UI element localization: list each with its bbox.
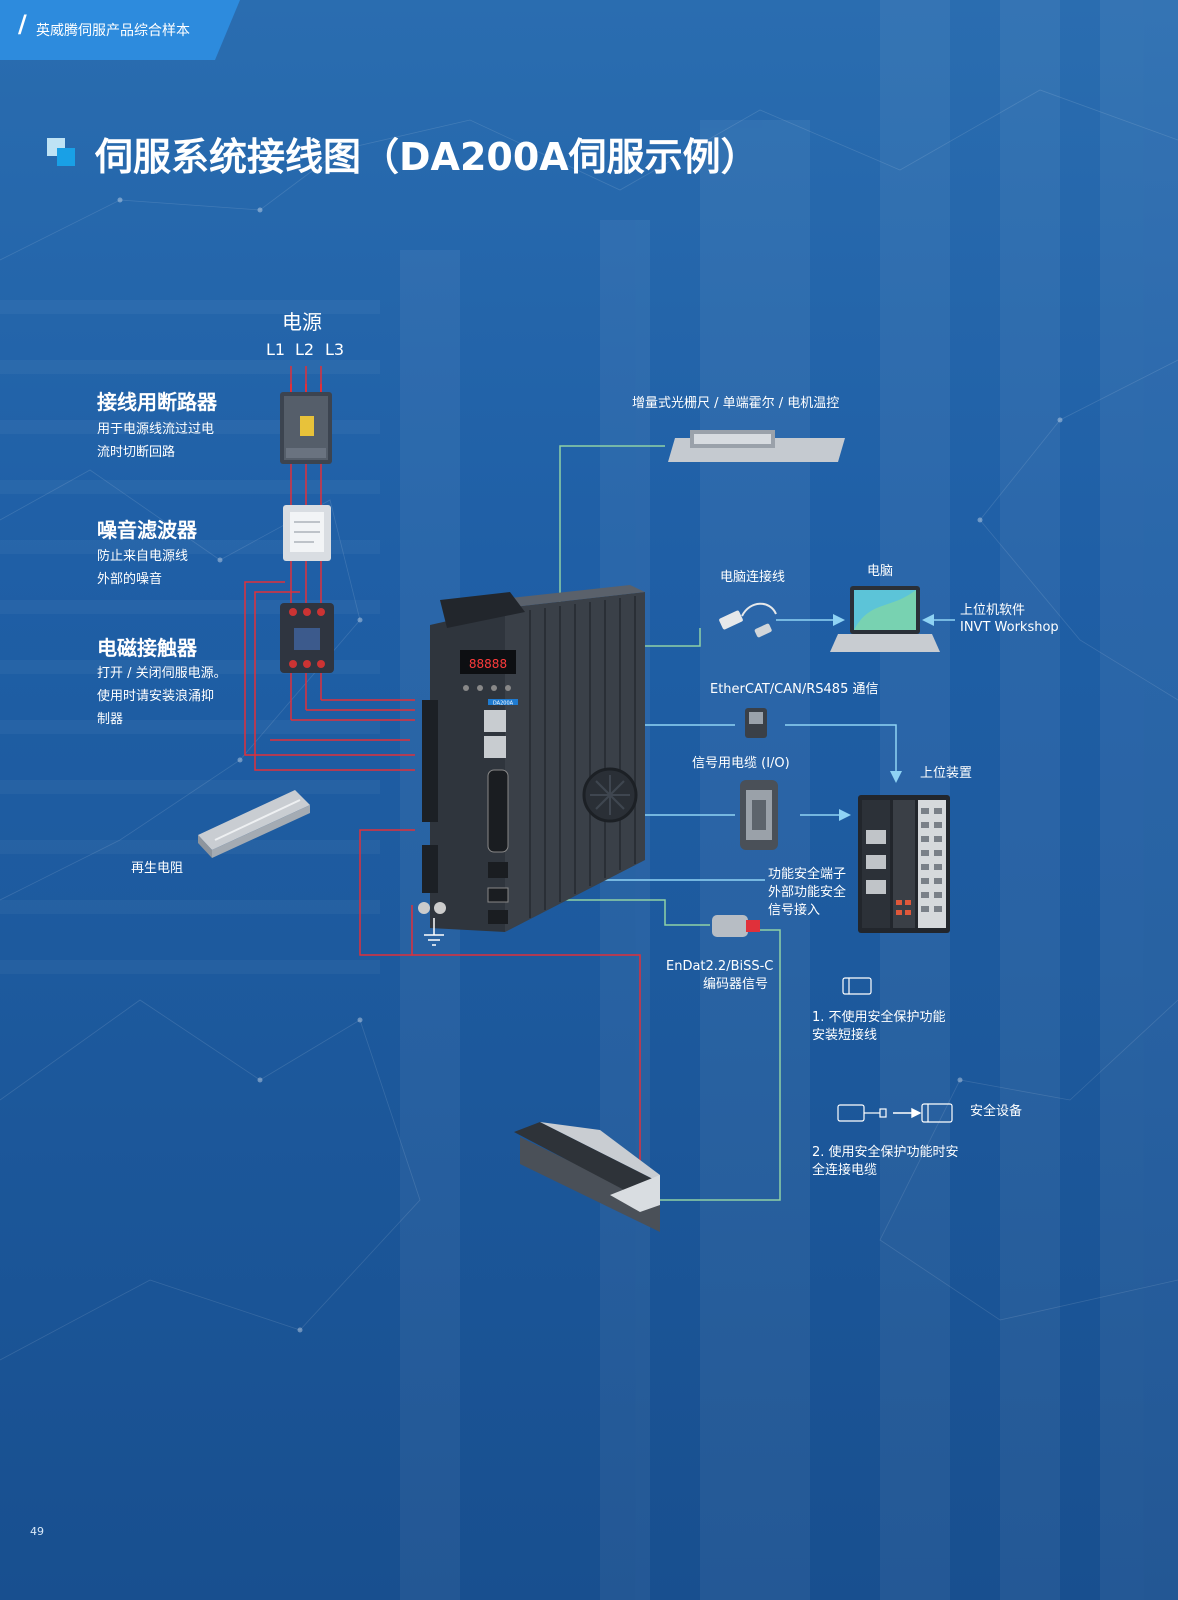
pc-label: 电脑 [867,564,894,579]
circuit-breaker-image [280,384,332,464]
breaker-title: 接线用断路器 [97,390,217,414]
scale-label: 增量式光栅尺 / 单端霍尔 / 电机温控 [632,396,840,411]
drive-display-readout: 88888 [469,657,507,671]
encoder-connector-image [712,915,760,937]
safety-terminal-line-2: 外部功能安全 [768,885,847,900]
page-number: 49 [30,1525,44,1538]
contactor-desc-line-2: 使用时请安装浪涌抑 [97,689,215,704]
linear-scale-image [668,430,845,462]
safety-terminal-line-3: 信号接入 [768,903,821,918]
catalog-title: 英威腾伺服产品综合样本 [36,23,190,39]
phase-l3: L3 [325,340,345,359]
slash-icon: / [18,10,27,38]
page-title: 伺服系统接线图（DA200A伺服示例） [95,135,759,179]
comm-label: EtherCAT/CAN/RS485 通信 [710,682,879,697]
contactor-desc-line-3: 制器 [97,712,124,727]
contactor-desc-line-1: 打开 / 关闭伺服电源。 [97,666,227,681]
pc-cable-label: 电脑连接线 [720,570,786,585]
ethercat-connector-image [745,708,767,738]
encoder-label-line-1: EnDat2.2/BiSS-C [666,959,774,974]
filter-title: 噪音滤波器 [97,518,197,542]
host-device-label: 上位装置 [920,766,973,781]
regen-resistor-image [198,790,310,858]
noise-filter-image [283,505,331,561]
option1-line-2: 安装短接线 [812,1028,878,1043]
filter-desc-line-1: 防止来自电源线 [97,549,189,564]
servo-drive-image: 88888 DA200A [418,585,645,932]
title-squares-icon [47,138,77,168]
safety-terminal-line-1: 功能安全端子 [768,867,847,882]
encoder-label-line-2: 编码器信号 [703,977,769,992]
phase-l1: L1 [266,340,286,359]
catalog-header-tag: / 英威腾伺服产品综合样本 [0,0,240,60]
usb-cable-image [719,602,777,638]
safety-device-icon [921,1103,953,1123]
safety-cable-icon [837,1104,887,1122]
signal-wiring [510,445,781,1201]
regen-resistor-label: 再生电阻 [131,861,184,876]
power-label: 电源 [282,310,322,334]
short-plug-icon [842,977,872,995]
drive-model-badge: DA200A [493,701,514,707]
contactor-title: 电磁接触器 [97,636,197,660]
phase-l2: L2 [295,340,315,359]
software-label-line-2: INVT Workshop [960,620,1059,635]
linear-motor-image [514,1122,660,1232]
breaker-desc-line-2: 流时切断回路 [97,445,176,460]
option1-line-1: 1. 不使用安全保护功能 [812,1010,946,1025]
breaker-desc-line-1: 用于电源线流过过电 [97,422,215,437]
option2-line-1: 2. 使用安全保护功能时安 [812,1145,959,1160]
software-label-line-1: 上位机软件 [960,603,1026,618]
option2-line-2: 全连接电缆 [812,1163,878,1178]
io-cable-label: 信号用电缆 (I/O) [692,756,790,771]
plc-image [858,795,950,933]
safety-device-label: 安全设备 [970,1104,1023,1119]
io-connector-image [740,780,778,850]
safety-arrow-icon [893,1107,922,1119]
filter-desc-line-2: 外部的噪音 [97,572,163,587]
ground-icon [424,918,444,946]
laptop-image [830,586,940,652]
contactor-image [280,603,334,673]
